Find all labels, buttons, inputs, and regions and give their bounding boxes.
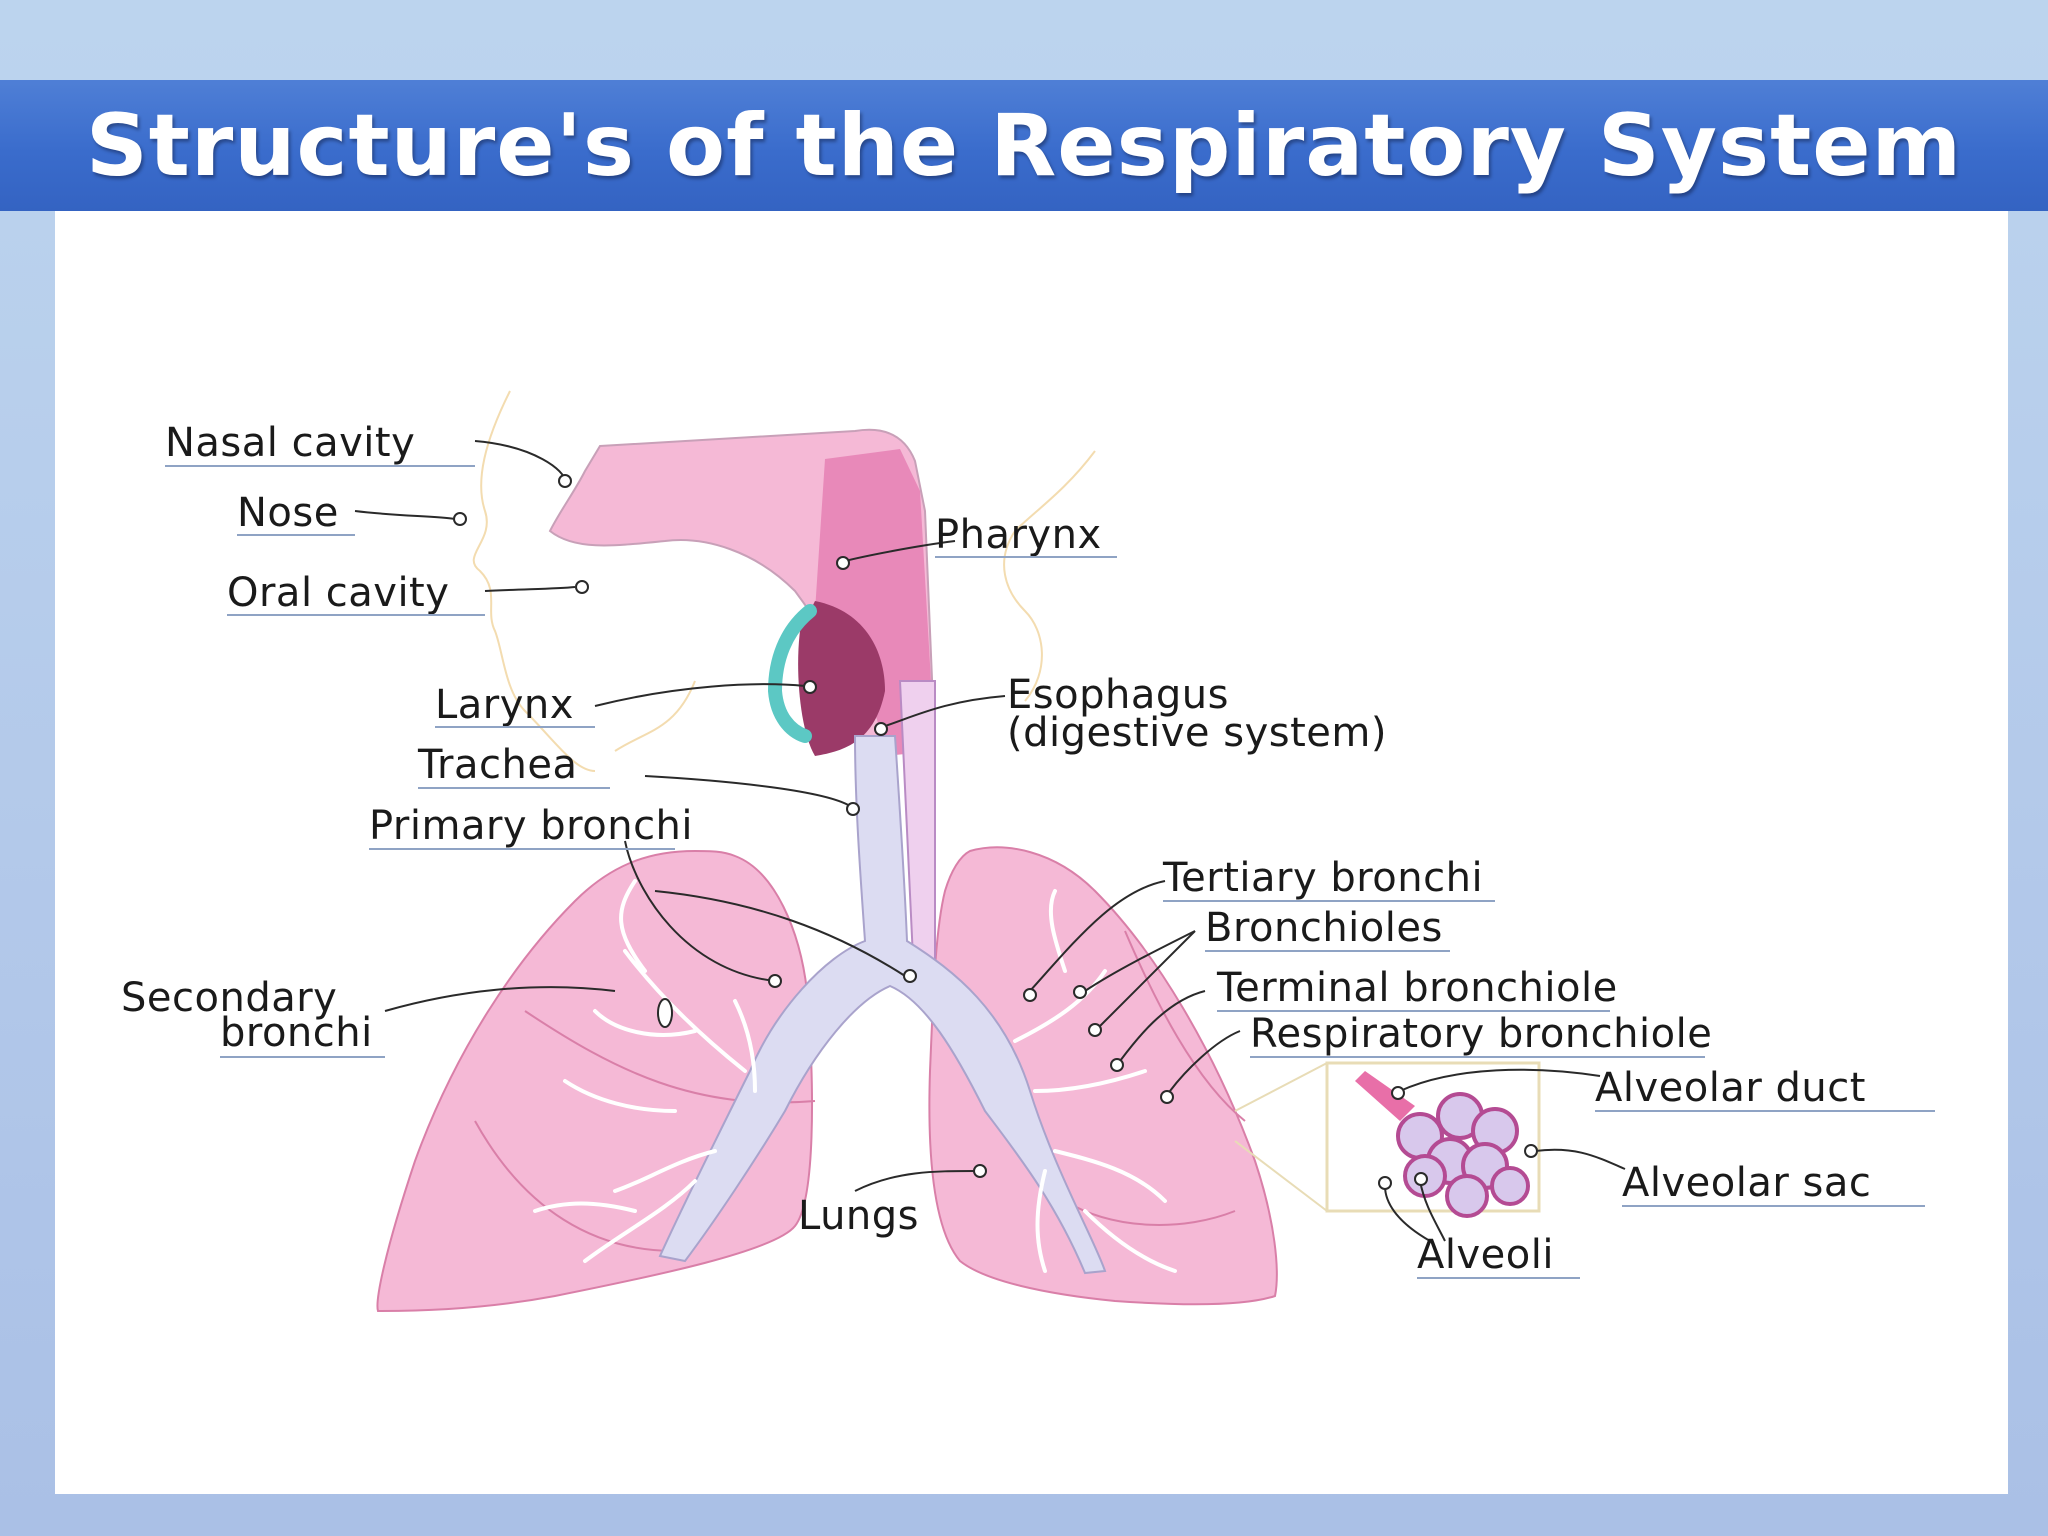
left-bronchioles [533,879,757,1263]
alveolar-inset-frame [1325,1061,1541,1213]
label-lungs: Lungs [798,1193,919,1239]
label-secondary-bronchi-1: Secondary [121,975,337,1021]
neck-outline [614,680,696,752]
label-esophagus: Esophagus [1007,672,1229,718]
respiratory-diagram: Nasal cavity Nose Oral cavity Pharynx La… [121,390,1935,1313]
label-alveoli: Alveoli [1417,1232,1554,1278]
label-alveolar-duct: Alveolar duct [1595,1065,1866,1111]
larynx-cartilage [767,604,817,743]
page-title: Structure's of the Respiratory System [85,95,1963,196]
label-trachea: Trachea [417,742,577,788]
label-respiratory-bronchiole: Respiratory bronchiole [1250,1011,1712,1057]
label-esophagus-note: (digestive system) [1007,710,1387,756]
left-lung-fissure-2 [474,1120,676,1252]
label-primary-bronchi: Primary bronchi [369,803,693,849]
label-nose: Nose [237,490,339,536]
alveolar-duct-shape [1355,1071,1415,1121]
label-larynx: Larynx [435,682,574,728]
trachea-shape [658,735,1107,1275]
head-outline [472,390,596,772]
pharynx-shape [815,449,935,756]
right-bronchioles [1013,889,1177,1273]
label-oral-cavity: Oral cavity [227,570,449,616]
title-bar: Structure's of the Respiratory System [0,80,2048,211]
inset-pointer [1234,1062,1328,1212]
back-head-outline [1003,450,1096,702]
right-lung-fissure [1124,930,1246,1122]
label-terminal-bronchiole: Terminal bronchiole [1216,965,1618,1011]
label-alveolar-sac: Alveolar sac [1622,1160,1871,1206]
label-nasal-cavity: Nasal cavity [165,420,415,466]
label-bronchioles: Bronchioles [1205,905,1443,951]
label-secondary-bronchi-2: bronchi [220,1010,373,1056]
diagram-panel: Nasal cavity Nose Oral cavity Pharynx La… [55,211,2008,1494]
label-pharynx: Pharynx [935,512,1102,558]
alveolar-sac-cluster [1396,1092,1530,1218]
larynx-shape [798,601,885,756]
label-tertiary-bronchi: Tertiary bronchi [1162,855,1483,901]
